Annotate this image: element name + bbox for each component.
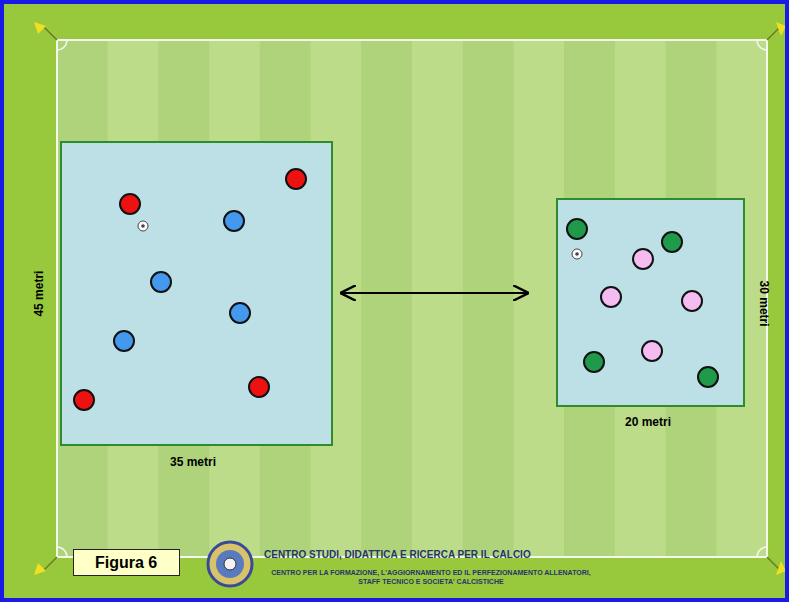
- corner-arc: [757, 547, 767, 557]
- flag-pole: [767, 27, 780, 40]
- logo-emblem: [208, 542, 252, 586]
- corner-arc: [757, 40, 767, 50]
- area-fill: [60, 141, 333, 446]
- figure-tag: Figura 6: [73, 549, 180, 576]
- logo-ball: [224, 558, 236, 570]
- corner-flag: [34, 22, 46, 34]
- player-marker: [682, 291, 702, 311]
- area-fill: [556, 198, 745, 407]
- player-marker: [642, 341, 662, 361]
- flag-pole: [44, 557, 57, 570]
- dimension-label: 30 metri: [756, 280, 769, 326]
- player-marker: [584, 352, 604, 372]
- player-marker: [74, 390, 94, 410]
- flag-pole: [44, 27, 57, 40]
- pitch-line: [57, 40, 767, 557]
- area-box: 30 metri20 metri: [556, 198, 745, 407]
- player-marker: [286, 169, 306, 189]
- pitch-stripes: [57, 40, 768, 557]
- ball-outline: [138, 221, 148, 231]
- corner-arcs: [57, 40, 767, 557]
- player-marker: [114, 331, 134, 351]
- corner-flag: [34, 563, 46, 575]
- corner-flag: [776, 22, 786, 36]
- corner-flags: [34, 22, 786, 575]
- pitch-stripe: [463, 40, 514, 557]
- ball-patch: [141, 224, 145, 228]
- corner-arc: [57, 40, 67, 50]
- flag-pole: [767, 557, 780, 570]
- player-marker: [698, 367, 718, 387]
- pitch-stripe: [361, 40, 412, 557]
- player-marker: [601, 287, 621, 307]
- player-marker: [224, 211, 244, 231]
- organisation-title: CENTRO STUDI, DIDATTICA E RICERCA PER IL…: [264, 549, 644, 562]
- ball-icon: [572, 249, 582, 259]
- corner-flag: [776, 561, 786, 575]
- pitch-stripe: [412, 40, 463, 557]
- player-marker: [151, 272, 171, 292]
- dimension-label: 20 metri: [625, 416, 671, 429]
- dimension-label: 45 metri: [33, 270, 46, 316]
- player-marker: [633, 249, 653, 269]
- logo-core: [216, 550, 244, 578]
- organisation-subtitle: CENTRO PER LA FORMAZIONE, L'AGGIORNAMENT…: [266, 569, 596, 587]
- corner-arc: [57, 547, 67, 557]
- player-marker: [249, 377, 269, 397]
- player-marker: [120, 194, 140, 214]
- player-marker: [230, 303, 250, 323]
- ball-icon: [138, 221, 148, 231]
- logo-ring: [208, 542, 252, 586]
- figure-label: Figura 6: [95, 554, 157, 572]
- area-box: 45 metri35 metri: [60, 141, 333, 446]
- player-marker: [662, 232, 682, 252]
- player-marker: [567, 219, 587, 239]
- ball-outline: [572, 249, 582, 259]
- players: [74, 169, 718, 410]
- ball-patch: [575, 252, 579, 256]
- dimension-label: 35 metri: [170, 456, 216, 469]
- double-arrow: [342, 292, 527, 294]
